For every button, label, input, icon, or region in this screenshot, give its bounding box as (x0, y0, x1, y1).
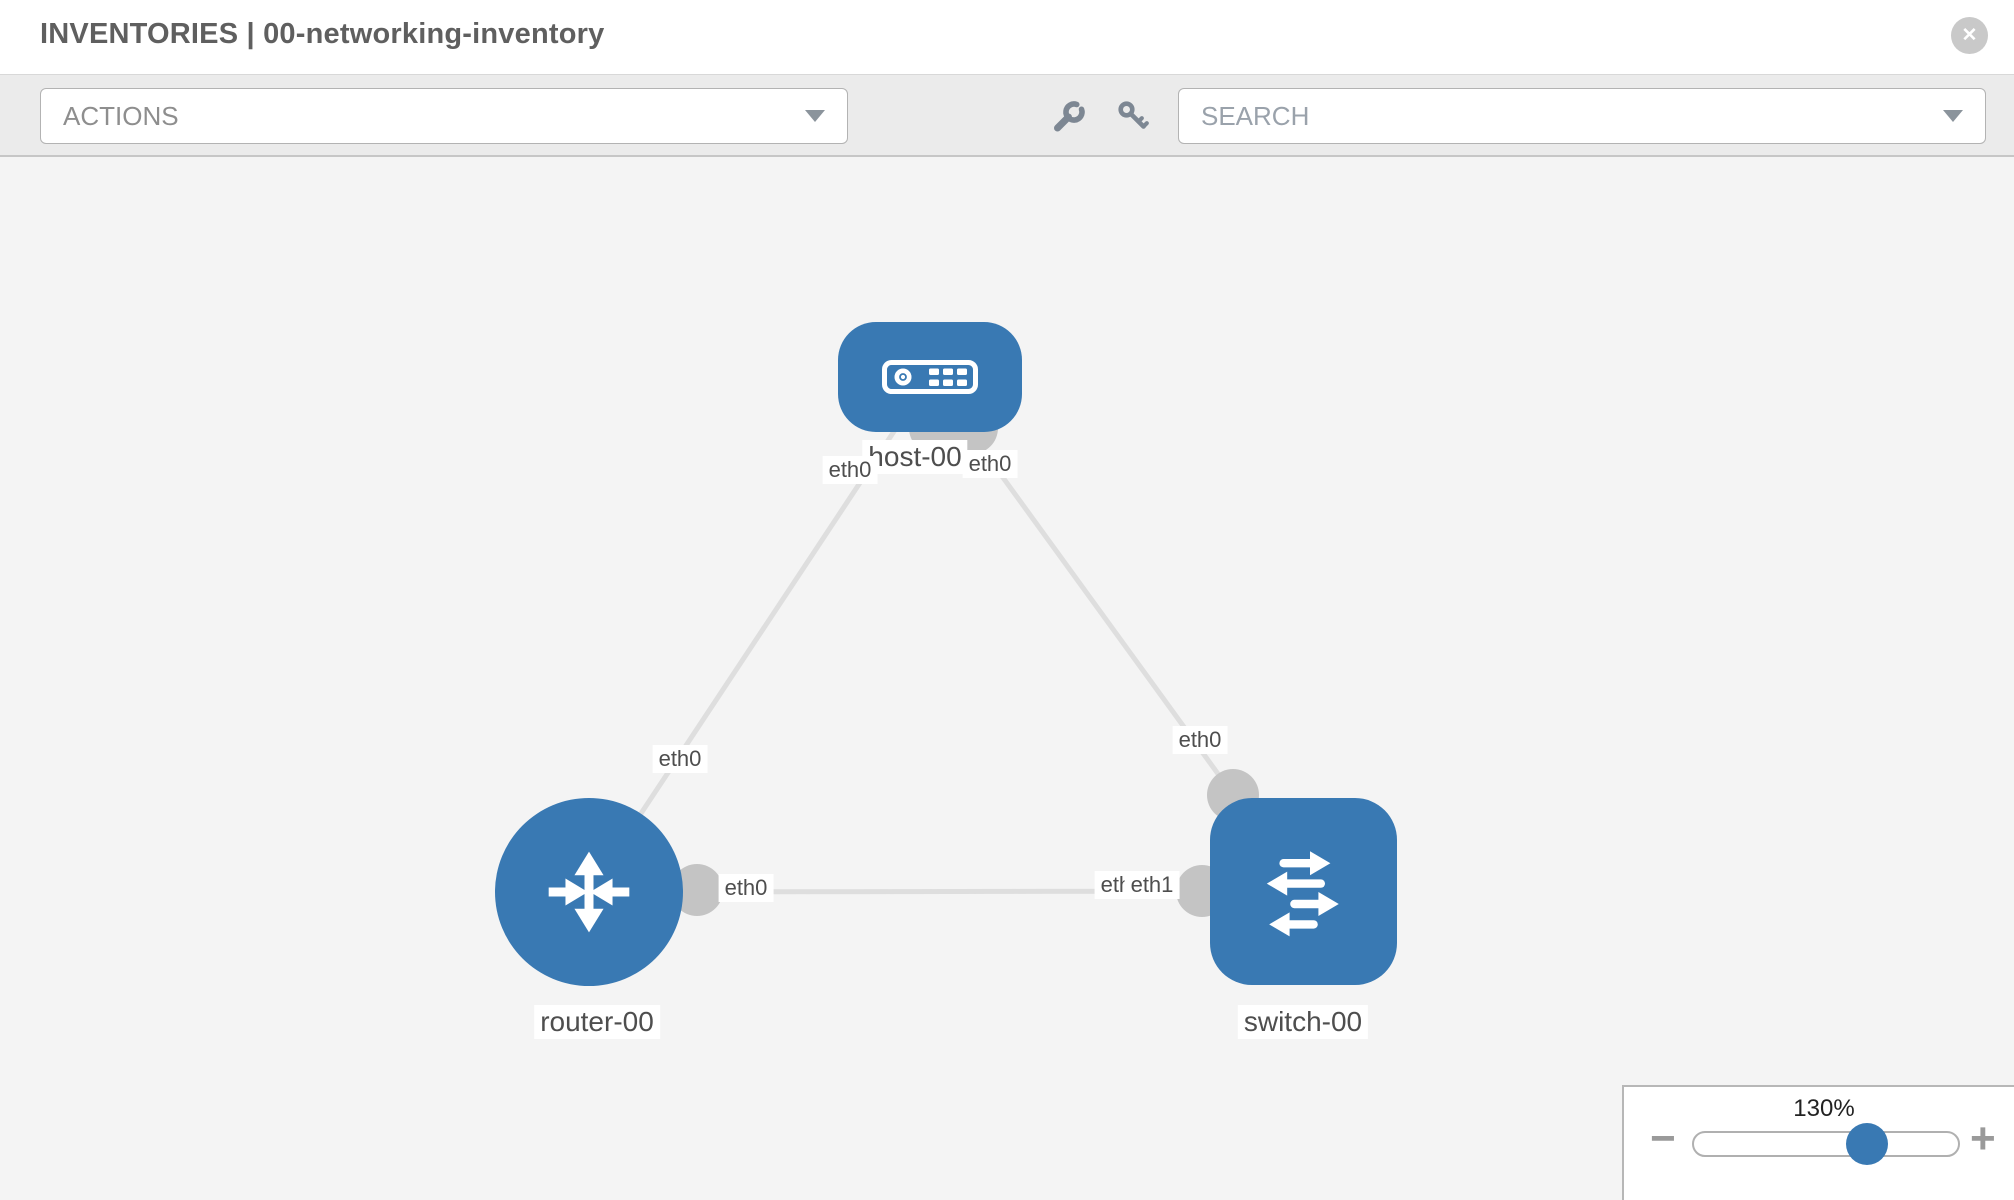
interface-label-host-eth0-right: eth0 (962, 450, 1018, 478)
interface-label-switch-eth1: eth1 (1124, 871, 1180, 899)
node-switch-00[interactable] (1210, 798, 1397, 985)
zoom-control-panel: 130% − + (1622, 1085, 2014, 1200)
interface-label-link-switch-eth0: eth0 (1172, 726, 1228, 754)
interface-label-router-eth0: eth0 (718, 874, 774, 902)
host-icon (882, 360, 978, 394)
zoom-out-button[interactable]: − (1650, 1114, 1676, 1163)
search-placeholder: SEARCH (1201, 100, 1310, 131)
router-icon (548, 851, 630, 933)
zoom-slider-track[interactable] (1692, 1123, 1960, 1165)
interface-connector-router-eth0 (671, 864, 723, 916)
close-button[interactable]: ✕ (1951, 17, 1988, 54)
wrench-icon[interactable] (1050, 99, 1086, 135)
switch-icon (1266, 850, 1339, 936)
topology-links-layer (586, 375, 1306, 917)
search-dropdown[interactable]: SEARCH (1178, 88, 1986, 144)
chevron-down-icon (805, 110, 825, 122)
close-icon: ✕ (1961, 25, 1978, 46)
node-label-switch: switch-00 (1237, 1005, 1369, 1039)
node-host-00[interactable] (838, 322, 1022, 432)
page-title: INVENTORIES | 00-networking-inventory (40, 18, 605, 50)
chevron-down-icon (1943, 110, 1963, 122)
node-router-00[interactable] (495, 798, 683, 986)
toolbar: ACTIONS SEARCH (0, 74, 2014, 157)
zoom-level-value: 130% (1793, 1095, 1855, 1122)
key-icon[interactable] (1116, 99, 1152, 135)
titlebar: INVENTORIES | 00-networking-inventory ✕ (0, 0, 2014, 74)
node-label-router: router-00 (534, 1005, 660, 1039)
actions-dropdown[interactable]: ACTIONS (40, 88, 848, 144)
interface-label-link-router-eth0: eth0 (652, 745, 708, 773)
interface-label-host-eth0-left: eth0 (822, 456, 878, 484)
topology-canvas[interactable]: host-00 eth0 eth0 eth0 eth0 eth0 eth0 et… (0, 157, 2014, 1200)
zoom-in-button[interactable]: + (1970, 1114, 1996, 1163)
zoom-slider-thumb[interactable] (1846, 1123, 1888, 1165)
node-label-host: host-00 (862, 440, 968, 474)
actions-dropdown-label: ACTIONS (63, 100, 179, 131)
